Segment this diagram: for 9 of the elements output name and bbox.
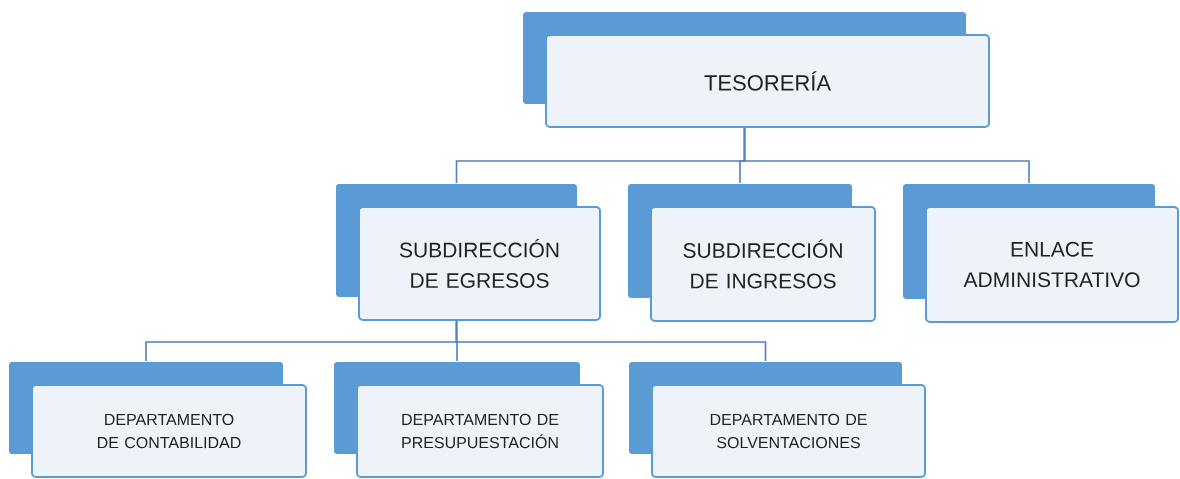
org-box: TESORERÍA [523, 12, 990, 128]
org-box: SUBDIRECCIÓN DE EGRESOS [336, 184, 601, 321]
org-box: SUBDIRECCIÓN DE INGRESOS [628, 184, 876, 322]
connector-line [455, 320, 767, 362]
org-box: ENLACE ADMINISTRATIVO [903, 184, 1179, 323]
org-box: DEPARTAMENTO DE CONTABILIDAD [9, 362, 307, 478]
connector-line [743, 127, 1030, 184]
org-box: DEPARTAMENTO DE PRESUPUESTACIÓN [334, 362, 604, 478]
org-box: DEPARTAMENTO DE SOLVENTACIONES [629, 362, 926, 478]
